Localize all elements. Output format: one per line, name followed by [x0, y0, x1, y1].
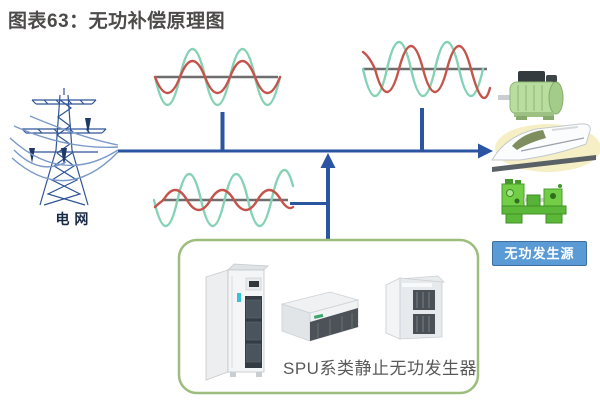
- transmission-tower-icon: [9, 88, 119, 206]
- reactive-source-label: 无功发生源: [492, 241, 587, 266]
- bus-arrow-icon: [478, 143, 493, 159]
- insulator-icon: [29, 148, 35, 163]
- motor-icon: [498, 71, 564, 120]
- spu-generator-label: SPU系类静止无功发生器: [283, 359, 477, 378]
- bus-line: [118, 143, 493, 159]
- waveform-load-side: [361, 40, 492, 100]
- up-arrow-icon: [320, 153, 336, 168]
- spu-devices-box: [177, 238, 480, 395]
- waveform-grid-side: [153, 47, 282, 107]
- lathe-icon: [501, 179, 567, 224]
- injection-arrow: [290, 153, 336, 240]
- page-title: 图表63：无功补偿原理图: [8, 11, 226, 32]
- insulator-icon: [61, 148, 67, 166]
- insulator-icon: [85, 118, 91, 134]
- cabinet-icon: [205, 263, 270, 381]
- train-icon: [491, 123, 600, 172]
- power-grid-label: 电网: [55, 211, 94, 227]
- rack-module-icon: [280, 291, 360, 342]
- waveform-compensation: [152, 168, 295, 227]
- branch-lines: [220, 108, 424, 150]
- tower-unit-icon: [385, 275, 445, 340]
